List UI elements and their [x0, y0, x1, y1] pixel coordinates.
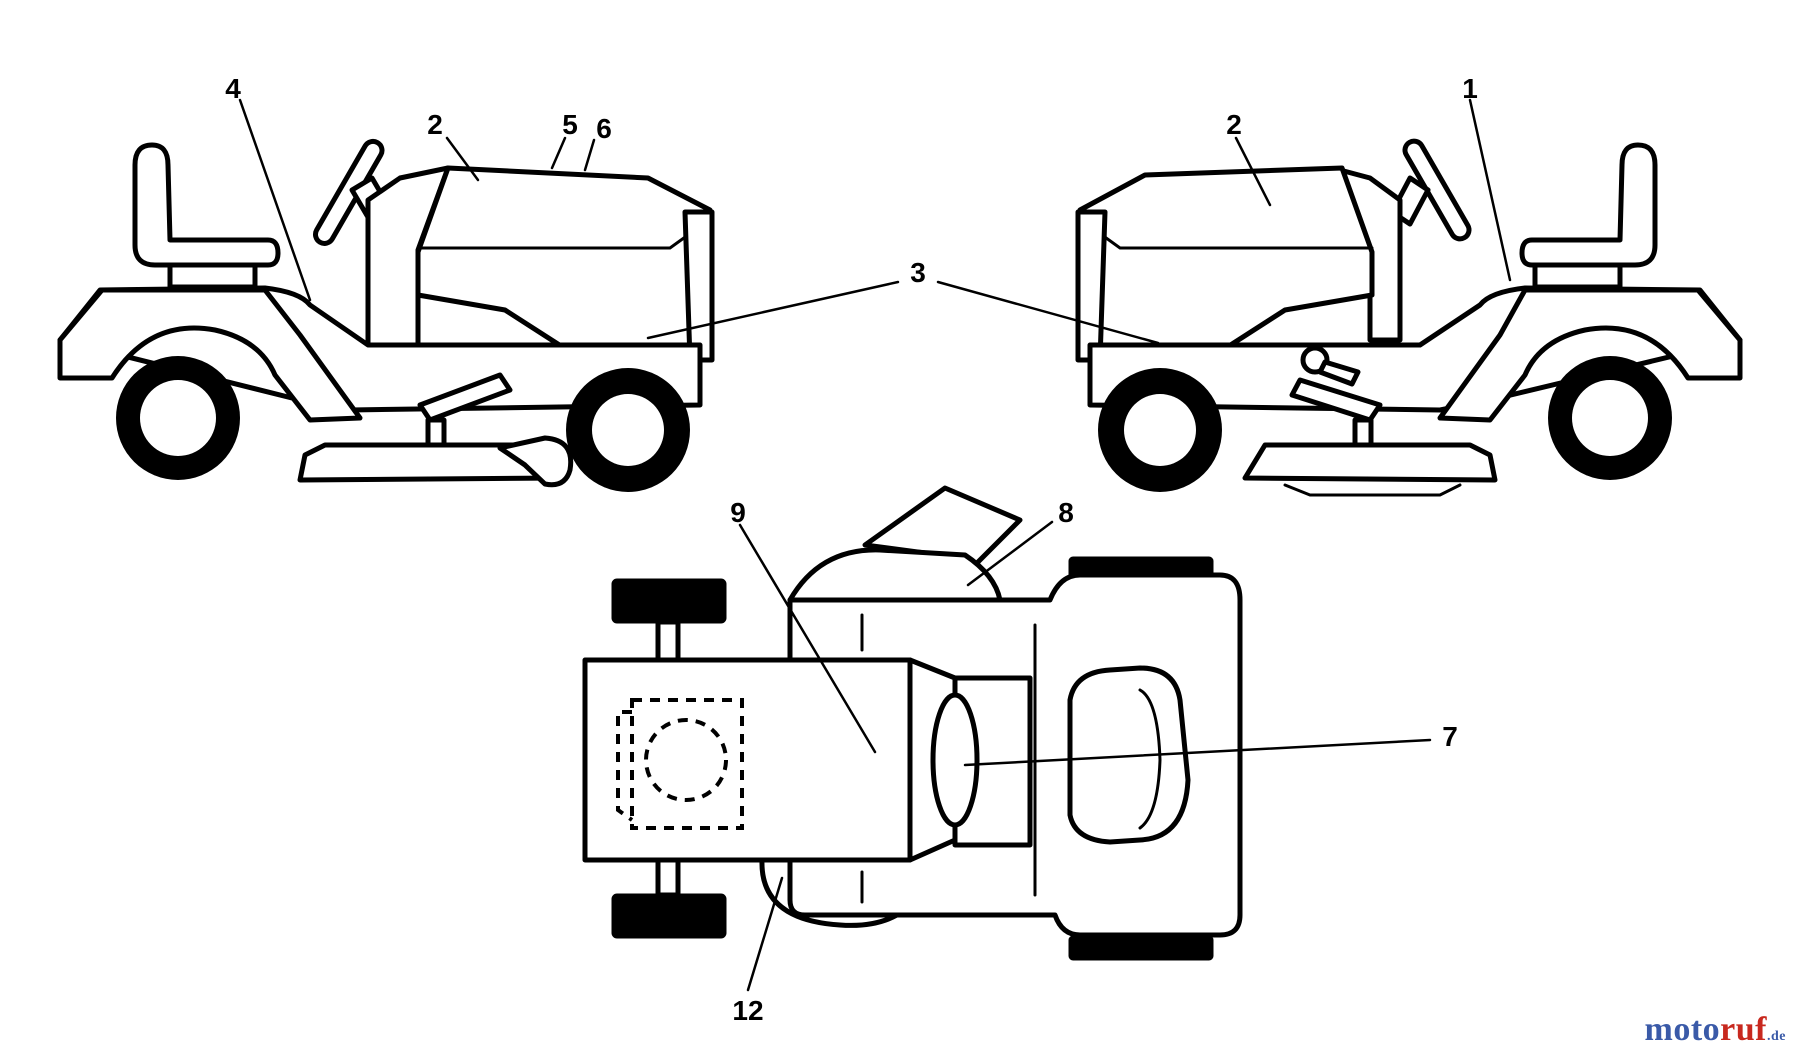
leader-1: [1468, 98, 1512, 282]
hood: [415, 165, 713, 358]
leader-9: [738, 523, 877, 754]
watermark-part-ruf: ruf: [1720, 1011, 1767, 1048]
seat-post: [1532, 262, 1623, 290]
callout-12: 12: [732, 995, 763, 1026]
callout-7: 7: [1442, 721, 1458, 752]
rear-fender: [1437, 287, 1743, 423]
leader-12: [746, 876, 784, 992]
rear-fender: [57, 287, 363, 423]
front-axle-top: [655, 619, 681, 663]
leader-6: [583, 138, 596, 172]
watermark-part-tld: .de: [1767, 1029, 1786, 1044]
hood-line: [1100, 233, 1374, 250]
leader-3-left: [646, 280, 900, 340]
grille: [1075, 209, 1108, 363]
leader-5: [550, 136, 567, 170]
leader-4: [238, 98, 312, 302]
front-wheel-hub: [1124, 394, 1196, 466]
callout-6: 6: [596, 113, 612, 144]
callout-9: 9: [730, 497, 746, 528]
engine-outline-inner: [630, 698, 744, 830]
engine-outline-circle: [644, 718, 728, 802]
callout-1: 1: [1462, 73, 1478, 104]
tractor-top-view: [582, 485, 1243, 961]
front-tire-top: [611, 578, 727, 624]
callout-4: 4: [225, 73, 241, 104]
leader-3-right: [936, 280, 1160, 345]
seat-back-top: [1138, 688, 1162, 830]
deck-skirt: [1283, 483, 1462, 497]
steering-wheel: [1402, 138, 1472, 242]
seat-post: [167, 262, 258, 290]
mower-deck: [1242, 442, 1498, 483]
motoruf-watermark: motoruf.de: [1645, 1011, 1786, 1049]
seat: [1519, 142, 1658, 268]
leader-2-left: [445, 136, 480, 182]
watermark-part-moto: moto: [1644, 1011, 1721, 1048]
callout-8: 8: [1058, 497, 1074, 528]
front-tire-bottom: [611, 893, 727, 939]
hood: [1077, 165, 1375, 358]
rear-tire-bottom: [1068, 935, 1214, 961]
mower-deck-top: [787, 547, 1003, 603]
brake-pedal: [417, 372, 513, 423]
callout-2-right: 2: [1226, 109, 1242, 140]
callout-3: 3: [910, 257, 926, 288]
grille: [682, 209, 715, 363]
hood-line: [416, 233, 690, 250]
leader-7: [963, 738, 1432, 767]
brake-pedal: [1289, 377, 1383, 423]
hood-top: [582, 657, 913, 863]
rear-wheel-hub: [140, 380, 216, 456]
engine-outline-outer: [616, 710, 634, 822]
dash-console: [930, 692, 980, 828]
callout-2-left: 2: [427, 109, 443, 140]
callout-5: 5: [562, 109, 578, 140]
leader-8: [966, 520, 1054, 587]
leader-lines: [238, 98, 1512, 992]
seat: [132, 142, 281, 268]
lift-lever: [1317, 359, 1361, 387]
callout-numbers: 1 2 2 3 4 5 6 7 8 9 12: [225, 73, 1478, 1026]
front-wheel-hub: [592, 394, 664, 466]
tractor-left-side-view: [57, 138, 715, 492]
leader-2-right: [1234, 136, 1272, 207]
tractor-right-side-view: [1075, 138, 1743, 497]
discharge-chute: [497, 435, 574, 488]
front-axle-bottom: [655, 857, 681, 898]
rear-wheel-hub: [1572, 380, 1648, 456]
